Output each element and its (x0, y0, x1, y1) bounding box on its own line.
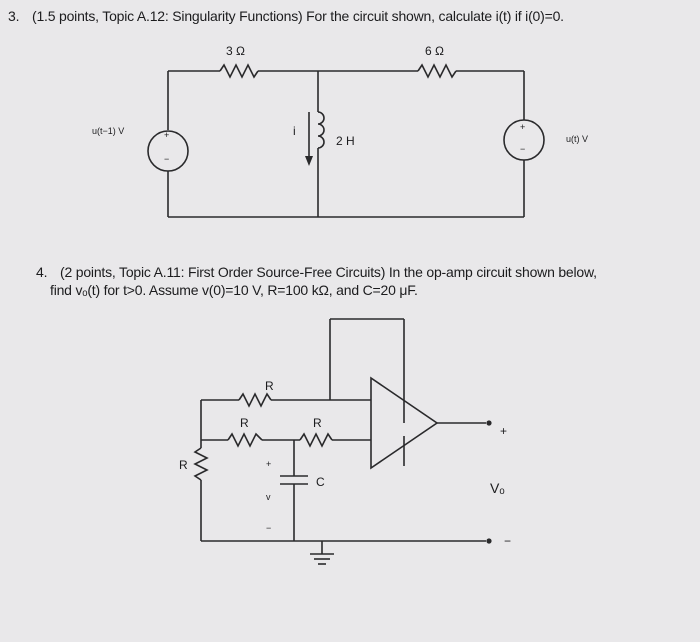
problem-4-statement-line1: 4. (2 points, Topic A.11: First Order Sou… (36, 264, 686, 281)
label-source-right-minus: − (520, 144, 526, 154)
resistor-6ohm (417, 63, 457, 79)
label-r-mid-right: R (313, 416, 322, 430)
label-source-right: u(t) V (566, 134, 589, 144)
label-source-left-plus: + (164, 130, 170, 140)
resistor-3ohm (219, 63, 259, 79)
label-capacitor-c: C (316, 475, 325, 489)
resistor-r-mid-right (299, 432, 333, 448)
problem-3-statement: 3. (1.5 points, Topic A.12: Singularity F… (8, 8, 688, 25)
problem-3-text: (1.5 points, Topic A.12: Singularity Fun… (32, 8, 564, 24)
label-resistor-3ohm: 3 Ω (226, 44, 245, 58)
problem-4-statement-line2: find vₒ(t) for t>0. Assume v(0)=10 V, R=… (50, 282, 418, 298)
label-source-left-minus: − (164, 154, 170, 164)
resistor-r-mid-left (227, 432, 263, 448)
label-resistor-6ohm: 6 Ω (425, 44, 444, 58)
label-cap-minus: − (266, 523, 272, 533)
label-output-plus: + (500, 424, 508, 438)
label-current-i: i (293, 124, 296, 138)
problem-4-number: 4. (36, 264, 48, 280)
label-cap-plus: + (266, 459, 272, 469)
label-cap-v: v (266, 492, 271, 502)
circuit-2 (193, 318, 492, 565)
label-r-left: R (179, 458, 188, 472)
circuit-1 (147, 63, 545, 218)
resistor-r-top (238, 392, 272, 408)
label-r-mid-left: R (240, 416, 249, 430)
label-inductor-2h: 2 H (336, 134, 355, 148)
label-source-left: u(t−1) V (92, 126, 125, 136)
label-vo: Vₒ (490, 480, 505, 496)
output-terminal-top (486, 420, 492, 426)
output-terminal-bottom (486, 538, 492, 544)
current-arrow-head-icon (305, 156, 313, 166)
label-output-minus: − (504, 534, 512, 548)
problem-3-number: 3. (8, 8, 20, 24)
resistor-r-left (193, 447, 209, 481)
inductor-2h (317, 111, 325, 149)
label-source-right-plus: + (520, 122, 526, 132)
label-r-top: R (265, 379, 274, 393)
problem-4-text-line1: (2 points, Topic A.11: First Order Sourc… (60, 264, 597, 280)
